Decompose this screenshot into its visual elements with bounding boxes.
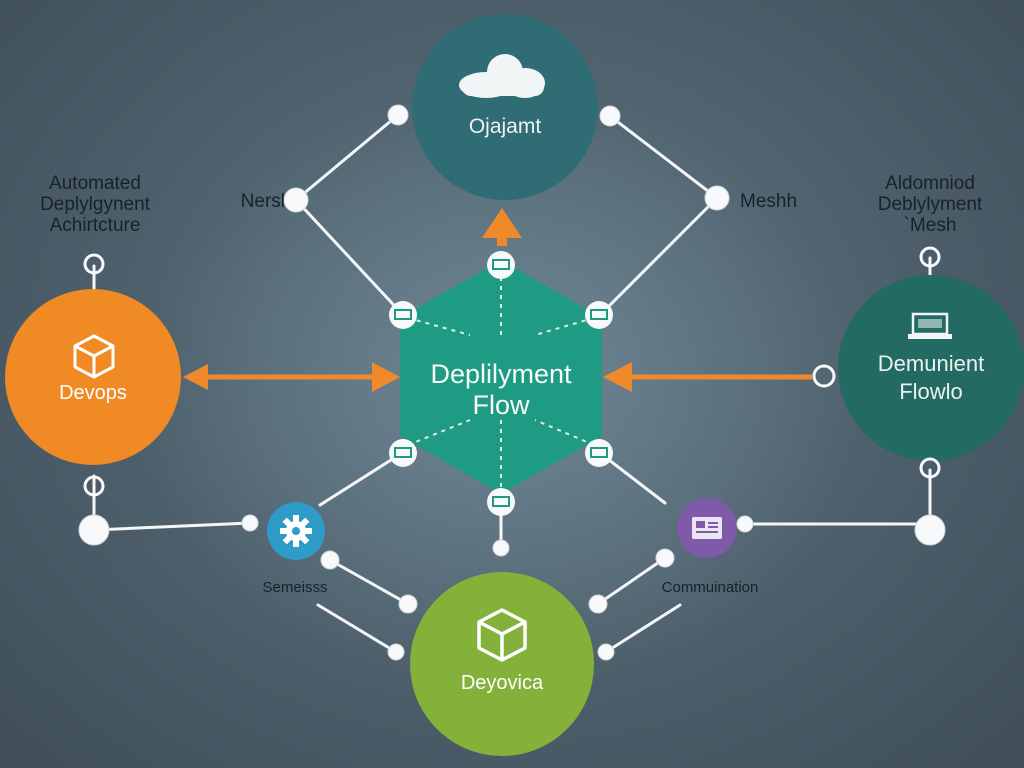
right-title-line3: `Mesh xyxy=(903,214,957,236)
deployment-flow-hexagon[interactable] xyxy=(400,260,602,494)
gear-icon xyxy=(280,515,312,547)
ring-dots xyxy=(83,246,941,497)
semeisss-label: Semeisss xyxy=(262,579,328,596)
connector-chat-bottom-1 xyxy=(596,556,667,606)
left-title: Automated Deplylgynent Achirtcture xyxy=(10,173,180,237)
connector-gear-bottom-2 xyxy=(316,603,398,654)
right-title: Aldomniod Deblylyment `Mesh xyxy=(850,173,1010,237)
cloud-node-label: Ojajamt xyxy=(468,115,542,138)
cloud-node[interactable] xyxy=(412,14,598,200)
chip-icon xyxy=(389,251,613,516)
cloud-icon xyxy=(459,54,545,98)
connector-chat-bottom-2 xyxy=(604,603,682,654)
meshh-label: Meshh xyxy=(740,191,798,212)
bottom-node-label: Deyovica xyxy=(460,672,544,694)
right-title-line2: Deblylyment xyxy=(877,193,983,215)
arrow-head-up xyxy=(482,208,522,238)
center-node-label-line2: Flow xyxy=(472,390,530,420)
connector-gear-bottom-1 xyxy=(328,558,410,606)
right-node-label-line1: Demunient xyxy=(877,351,985,376)
center-node-label-line1: Deplilyment xyxy=(430,359,572,389)
connector-left-center xyxy=(294,198,405,317)
laptop-icon xyxy=(908,312,952,339)
right-title-line1: Aldomniod xyxy=(885,173,975,194)
deyovica-node[interactable] xyxy=(410,572,594,756)
connector-cloud-left xyxy=(294,113,400,202)
arrow-stem-up xyxy=(497,236,507,246)
connector-center-chat xyxy=(598,451,667,505)
commuination-label: Commuination xyxy=(661,579,759,596)
connector-center-gear xyxy=(318,451,404,507)
cube-icon xyxy=(73,334,115,379)
connector-right-center xyxy=(598,196,719,317)
connector-cloud-right xyxy=(608,114,719,200)
devops-node-label: Devops xyxy=(59,382,127,404)
document-icon xyxy=(692,517,722,539)
nersl-label: Nersl xyxy=(240,191,285,212)
arrow-head-left-out xyxy=(183,364,208,390)
cube-icon-bottom xyxy=(477,608,527,662)
connector-left-horizontal xyxy=(92,521,252,532)
deployment-right-node[interactable] xyxy=(838,275,1024,461)
left-title-line1: Automated xyxy=(49,173,141,194)
arrow-head-left-in xyxy=(372,362,400,392)
left-title-line2: Deplylgynent xyxy=(40,193,150,215)
right-node-label-line2: Flowlo xyxy=(899,379,963,404)
hexagon-inner-lines xyxy=(407,268,595,490)
arrow-head-right-in xyxy=(603,362,632,392)
left-title-line3: Achirtcture xyxy=(49,214,141,236)
arrows xyxy=(183,208,812,392)
connector-dots xyxy=(78,104,946,661)
